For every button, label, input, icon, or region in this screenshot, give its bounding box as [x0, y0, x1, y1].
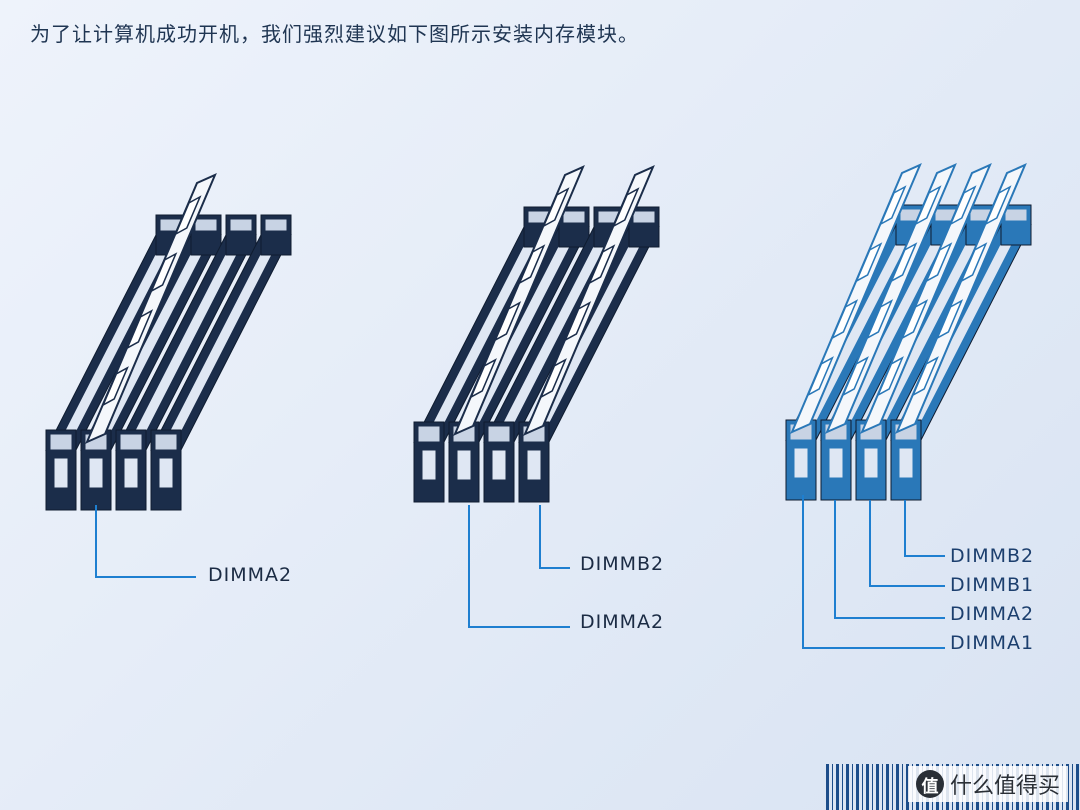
back-latch-top — [264, 218, 288, 232]
config-two-modules — [413, 165, 660, 503]
latch-window — [53, 457, 69, 489]
watermark: 值 什么值得买 — [908, 766, 1069, 802]
instruction-text: 为了让计算机成功开机，我们强烈建议如下图所示安装内存模块。 — [30, 22, 639, 46]
memory-chip — [101, 366, 129, 407]
memory-chip — [493, 301, 522, 342]
memory-chip — [125, 309, 154, 350]
latch-window — [491, 449, 507, 481]
memory-chip — [911, 356, 939, 397]
memory-chip — [914, 185, 942, 226]
latch-top — [49, 433, 73, 451]
latch-top — [487, 425, 511, 443]
label-c1-dimma2: DIMMA2 — [208, 564, 293, 586]
memory-chip — [841, 356, 869, 397]
leader-c3-dimmb2 — [904, 500, 945, 557]
slot-dimmb2 — [150, 214, 292, 511]
latch-top — [417, 425, 441, 443]
latch-window — [793, 447, 809, 479]
leader-c3-dimma1 — [802, 495, 945, 649]
latch-top — [119, 433, 143, 451]
memory-chip — [855, 242, 883, 283]
latch-window — [158, 457, 174, 489]
memory-chip — [925, 242, 953, 283]
memory-chip — [879, 185, 907, 226]
slot-dimma2 — [80, 173, 222, 511]
latch-window — [88, 457, 104, 489]
latch-window — [456, 449, 472, 481]
back-latch-top — [194, 218, 218, 232]
memory-chip — [806, 356, 834, 397]
memory-chip — [150, 252, 178, 293]
memory-chip — [890, 242, 918, 283]
latch-window — [863, 447, 879, 479]
memory-chip — [865, 299, 894, 340]
label-c3-dimma2: DIMMA2 — [950, 603, 1035, 625]
latch-window — [828, 447, 844, 479]
label-c3-dimmb2: DIMMB2 — [950, 545, 1035, 567]
memory-chip — [539, 358, 567, 399]
leader-c1-dimma2 — [95, 505, 196, 578]
slot-dimma2 — [448, 165, 590, 503]
back-latch-top — [562, 210, 586, 224]
leader-c3-dimma2 — [834, 500, 945, 619]
config-four-modules — [785, 163, 1032, 501]
memory-chip — [588, 244, 616, 285]
leader-c2-dimma2 — [468, 505, 570, 628]
latch-window — [123, 457, 139, 489]
slot-dimmb1 — [855, 163, 997, 501]
memory-chip — [563, 301, 592, 342]
memory-chip — [174, 195, 202, 236]
leader-c2-dimmb2 — [539, 505, 570, 569]
back-latch-top — [632, 210, 656, 224]
memory-chip — [612, 187, 640, 228]
back-latch-top — [229, 218, 253, 232]
memory-chip — [935, 299, 964, 340]
label-c2-dimma2: DIMMA2 — [580, 611, 665, 633]
latch-window — [421, 449, 437, 481]
leader-c3-dimmb1 — [869, 500, 945, 587]
memory-chip — [876, 356, 904, 397]
leader-lines — [95, 495, 945, 649]
slot-dimma1 — [45, 214, 187, 511]
latch-window — [526, 449, 542, 481]
back-latch-top — [1004, 208, 1028, 222]
slot-dimmb1 — [115, 214, 257, 511]
memory-chip — [469, 358, 497, 399]
slot-dimmb2 — [518, 165, 660, 503]
memory-chip — [984, 185, 1012, 226]
memory-chip — [960, 242, 988, 283]
config-one-module — [45, 173, 292, 511]
latch-window — [898, 447, 914, 479]
latch-top — [154, 433, 178, 451]
label-c3-dimmb1: DIMMB1 — [950, 574, 1035, 596]
slot-dimma2 — [820, 163, 962, 501]
slot-dimmb2 — [890, 163, 1032, 501]
label-c3-dimma1: DIMMA1 — [950, 632, 1035, 654]
memory-chip — [830, 299, 859, 340]
watermark-logo-icon: 值 — [916, 770, 944, 798]
memory-chip — [949, 185, 977, 226]
slot-dimma1 — [785, 163, 927, 501]
label-c2-dimmb2: DIMMB2 — [580, 553, 665, 575]
watermark-text: 什么值得买 — [950, 774, 1061, 799]
memory-chip — [518, 244, 546, 285]
memory-chip — [900, 299, 929, 340]
memory-chip — [542, 187, 570, 228]
